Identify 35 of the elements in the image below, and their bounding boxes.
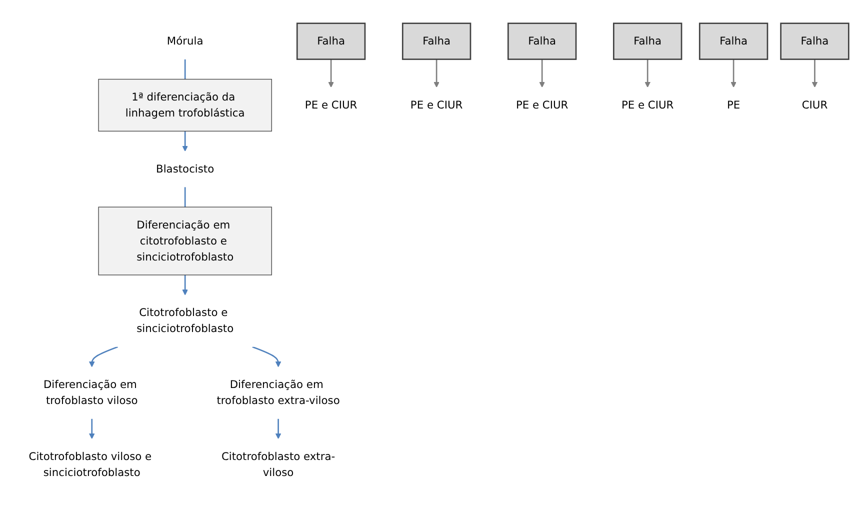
node-box: Falha	[507, 22, 577, 60]
arrow	[275, 418, 282, 439]
connector	[184, 187, 186, 208]
arrow	[182, 274, 188, 296]
node-text: PE e CIUR	[304, 98, 358, 112]
node-text: Mórula	[166, 34, 204, 48]
node-text: Diferenciação em trofoblasto viloso	[43, 378, 138, 407]
node-box: Falha	[780, 22, 850, 60]
node-box: Falha	[296, 22, 366, 60]
node-text: PE e CIUR	[516, 98, 568, 112]
node-text: Citotrofoblasto viloso e sinciciotrofoblasto	[28, 450, 152, 479]
arrow	[539, 59, 545, 88]
node-text: CIUR	[802, 98, 828, 112]
arrow	[252, 346, 282, 368]
node-text: PE e CIUR	[621, 98, 674, 112]
node-text: PE e CIUR	[410, 98, 463, 112]
node-box: Falha	[402, 22, 472, 60]
node-text: Diferenciação em trofoblasto extra-viloso	[216, 378, 340, 407]
node-box: 1ª diferenciação da linhagem trofoblástica	[98, 78, 272, 132]
node-box: Falha	[613, 22, 682, 60]
node-box: Diferenciação em citotrofoblasto e sinciciotrofoblasto	[98, 206, 272, 276]
arrow	[182, 131, 188, 152]
arrow	[812, 59, 818, 88]
node-text: Citotrofoblasto extra-viloso	[221, 450, 336, 479]
arrow	[328, 59, 334, 88]
node-box: Falha	[698, 22, 768, 60]
arrow	[644, 59, 651, 88]
connector	[184, 59, 186, 80]
arrow	[730, 59, 736, 88]
node-text: Blastocisto	[156, 162, 214, 176]
node-text: PE	[726, 98, 740, 112]
arrow	[88, 418, 95, 439]
arrow	[88, 346, 118, 368]
arrow	[434, 59, 440, 88]
node-text: Citotrofoblasto e sinciciotrofoblasto	[136, 306, 234, 335]
